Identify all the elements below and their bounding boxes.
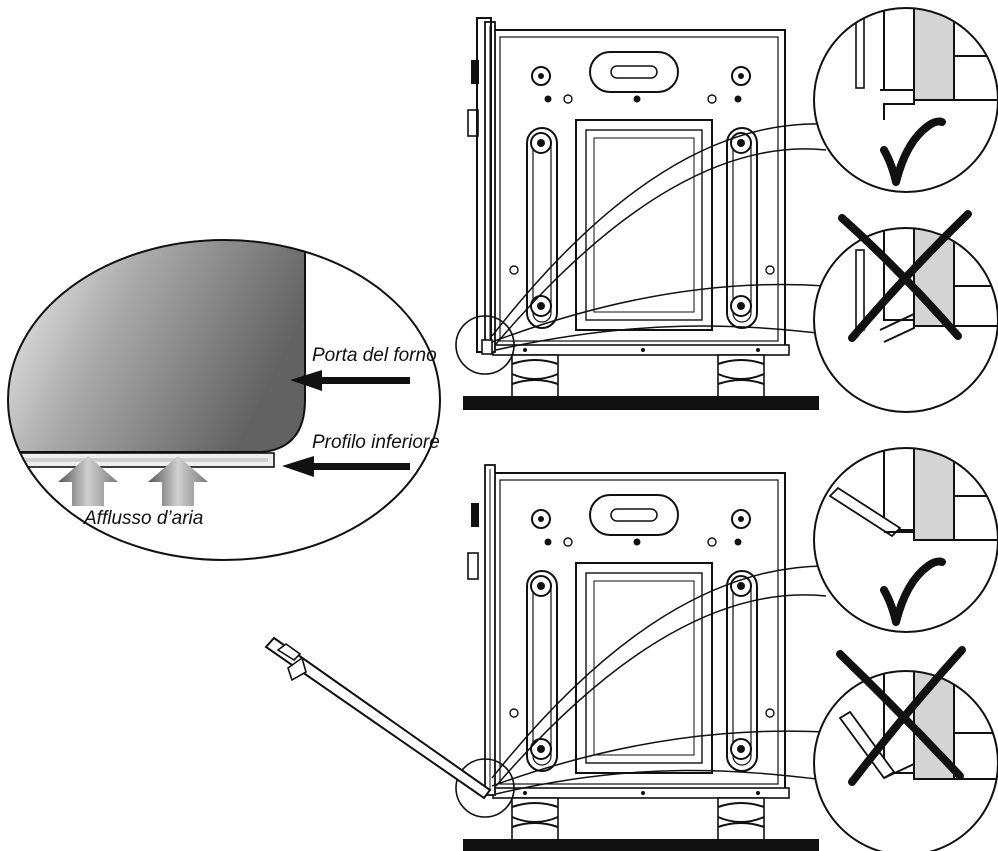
profile-pointer-arrow [282, 456, 410, 477]
airflow-arrow-right [148, 456, 208, 506]
door-pointer-arrow [290, 370, 410, 391]
airflow-label: Afflusso d’aria [84, 508, 204, 529]
detail-incorrect-bottom [813, 646, 998, 851]
oven-door-open-scene [264, 447, 998, 851]
door-bottom-detail [7, 239, 441, 561]
check-mark-icon [880, 557, 946, 626]
door-label: Porta del forno [312, 345, 437, 366]
detail-correct-bottom [813, 447, 998, 633]
airflow-arrow-left [58, 456, 118, 506]
detail-correct-top [813, 7, 998, 193]
x-mark-icon [836, 646, 966, 786]
check-mark-icon [880, 117, 946, 186]
bottom-profile-label: Profilo inferiore [312, 432, 440, 453]
oven-door-closed-scene [455, 7, 998, 413]
detail-incorrect-top [813, 210, 998, 413]
x-mark-icon [838, 210, 972, 342]
